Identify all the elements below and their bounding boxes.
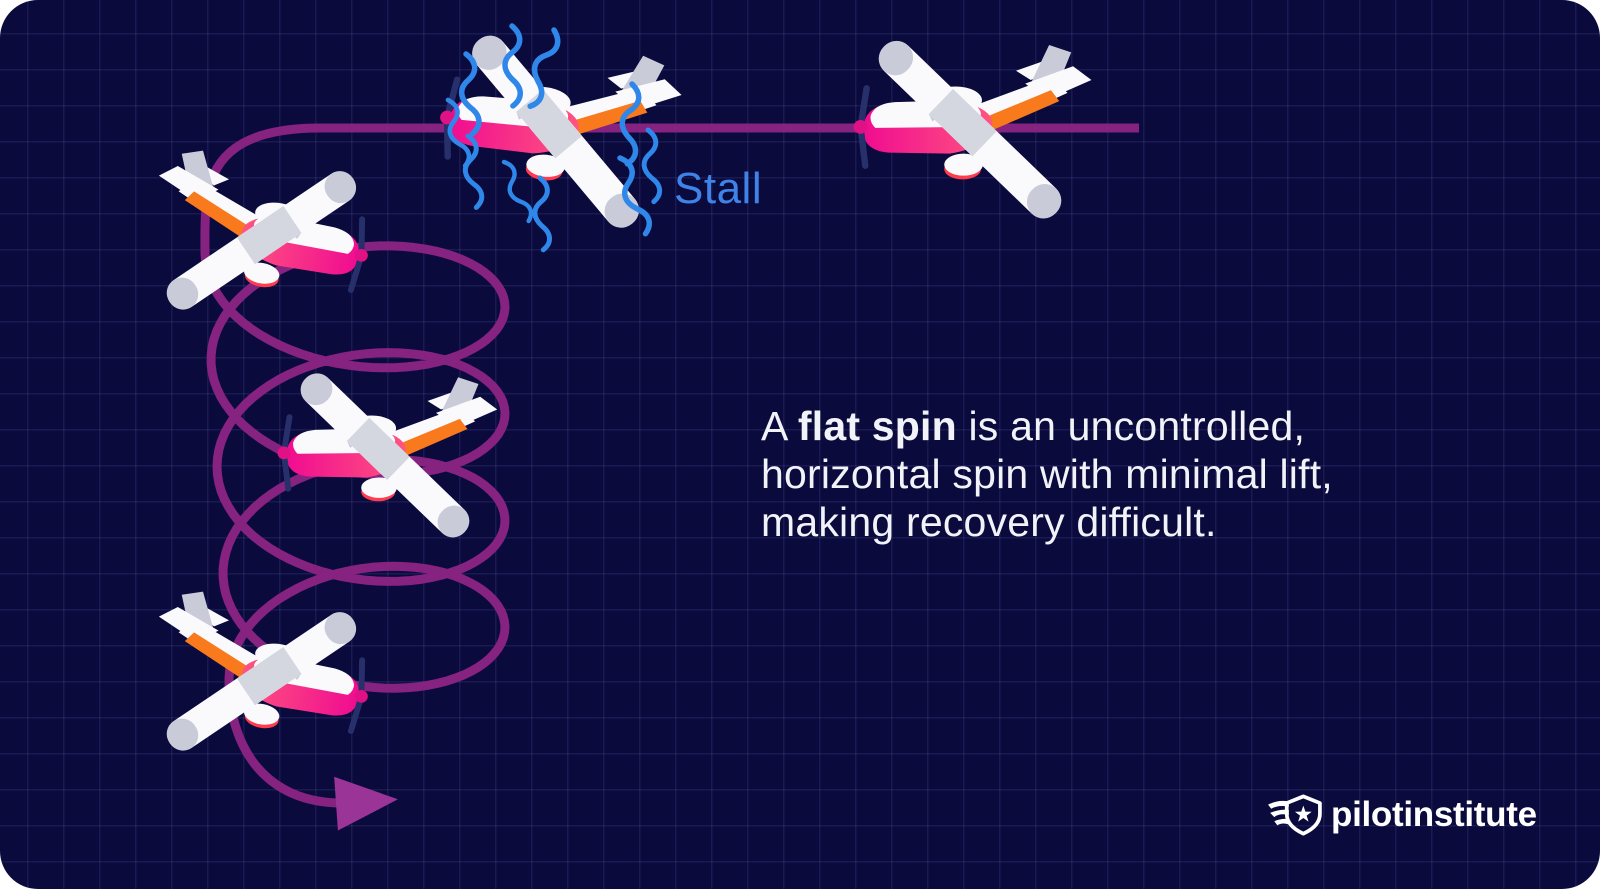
stall-label: Stall — [674, 164, 763, 213]
logo-text: pilotinstitute — [1331, 795, 1537, 834]
plane-spin-bottom-icon — [135, 574, 383, 788]
description-line-2: horizontal spin with minimal lift, — [761, 451, 1333, 497]
winged-shield-star-icon — [1268, 794, 1322, 836]
pilot-institute-logo: pilotinstitute — [1266, 794, 1537, 836]
spin-flight-path — [200, 123, 1139, 808]
spin-direction-arrowhead-icon — [334, 776, 398, 831]
description-text: A flat spin is an uncontrolled, horizont… — [761, 402, 1481, 546]
description-line-3: making recovery difficult. — [761, 499, 1217, 545]
description-line-1: A flat spin is an uncontrolled, — [761, 403, 1306, 449]
plane-spin-top-icon — [135, 133, 383, 347]
flat-spin-term: flat spin — [797, 403, 957, 449]
